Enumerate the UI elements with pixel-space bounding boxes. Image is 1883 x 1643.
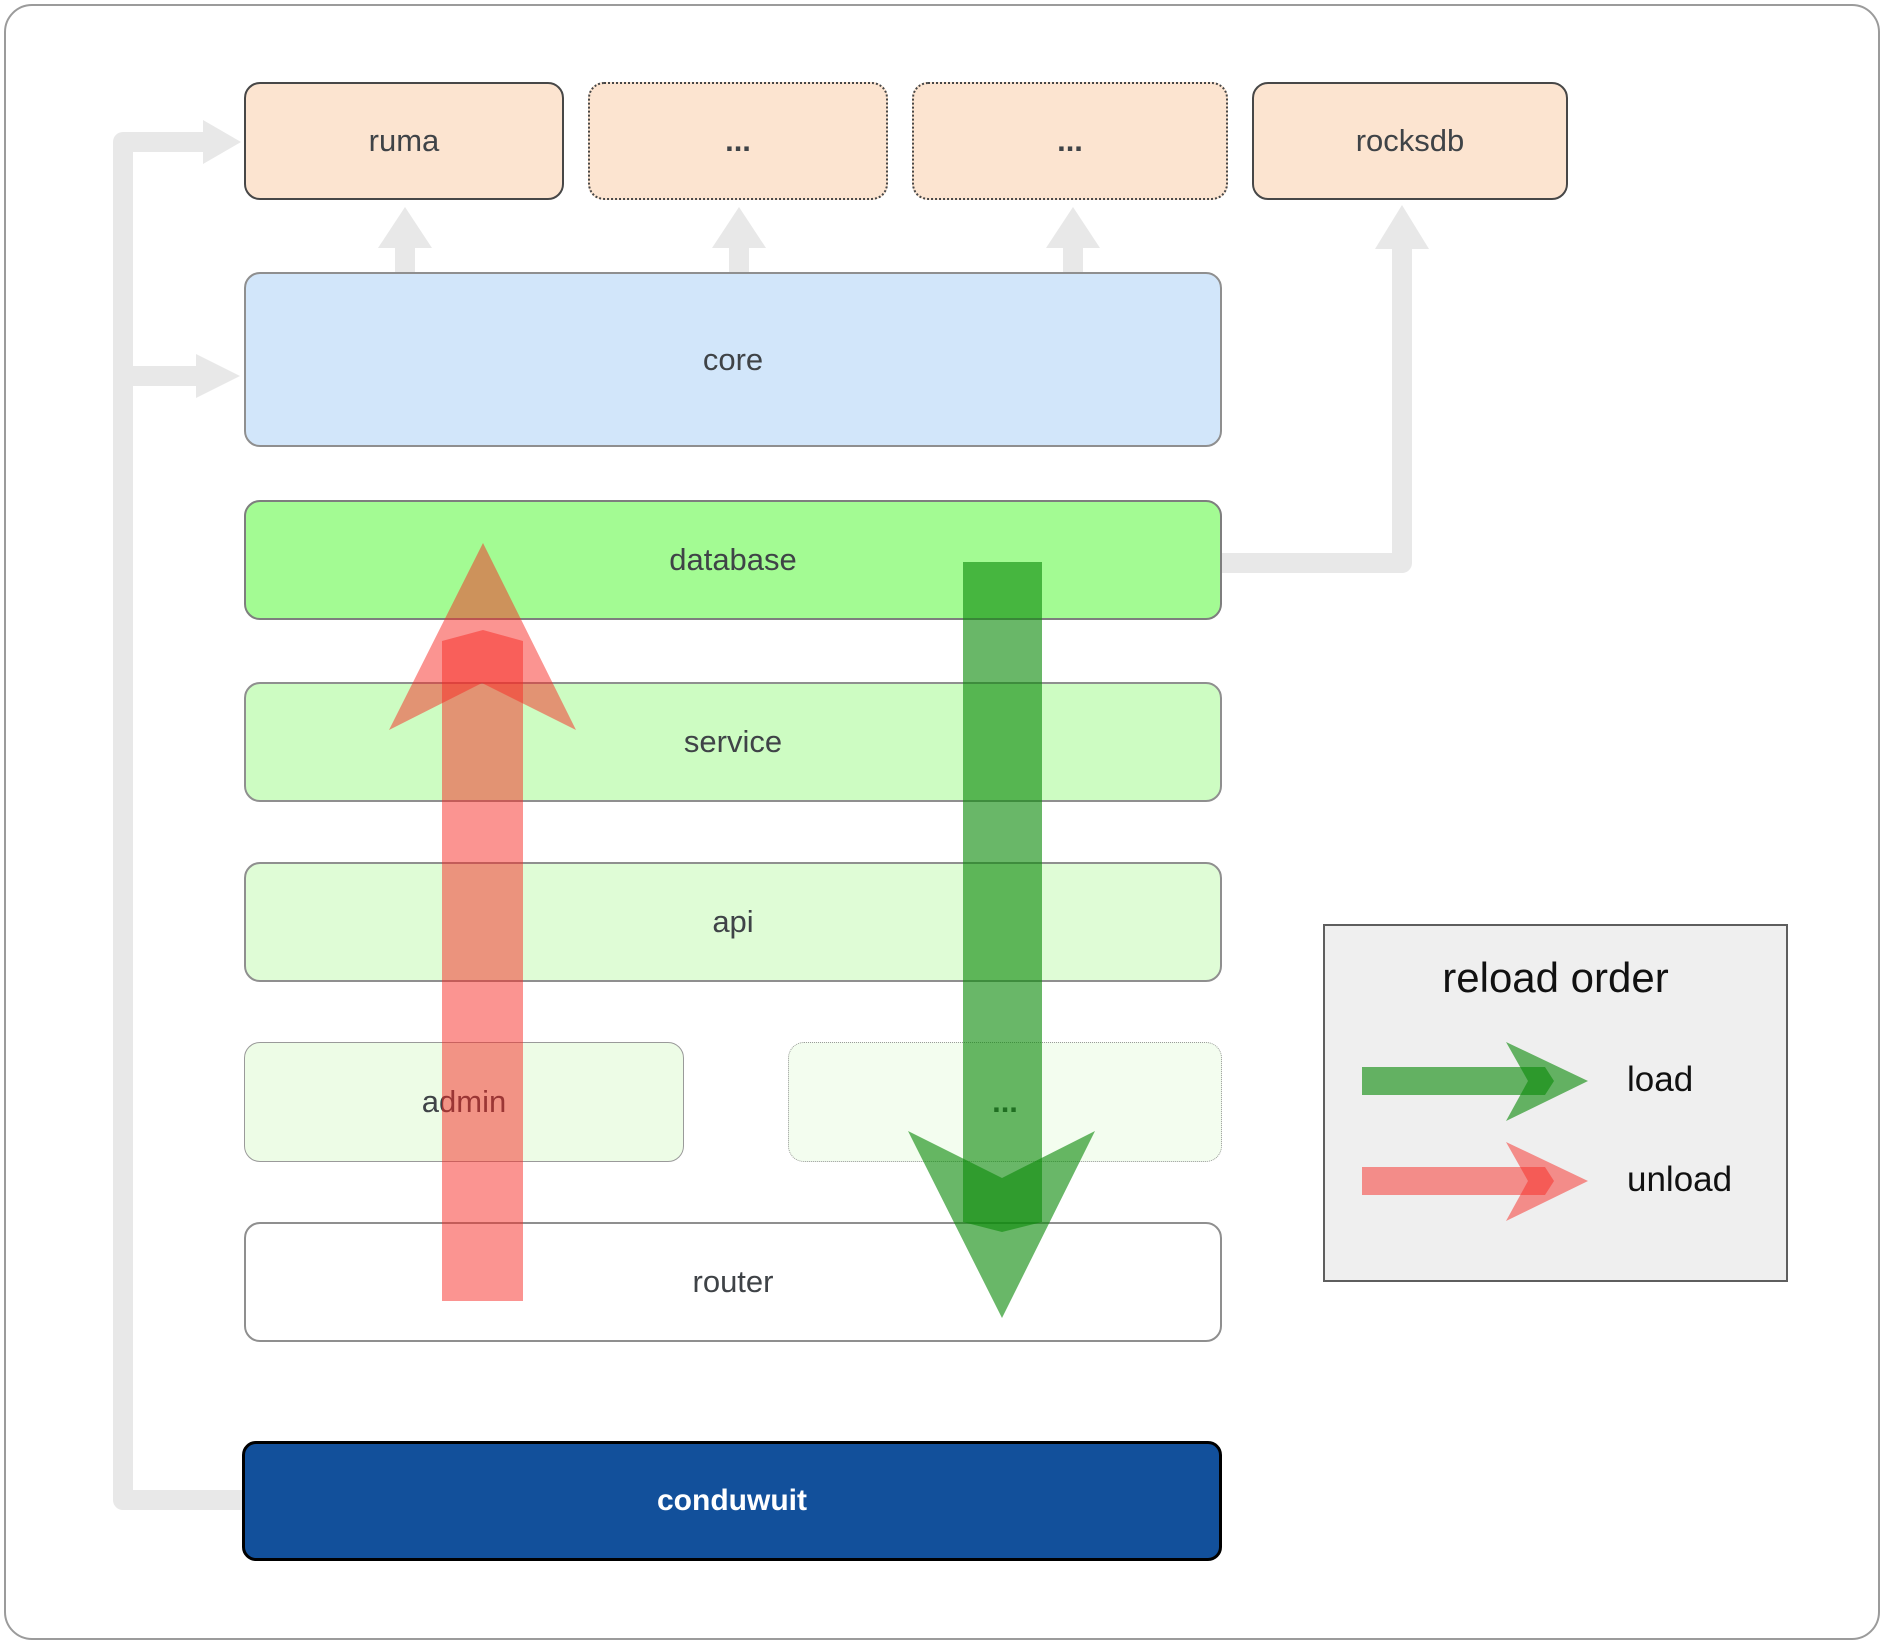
box-admin-more: ... [788, 1042, 1222, 1162]
box-admin: admin [244, 1042, 684, 1162]
legend-label-load: load [1627, 1060, 1694, 1099]
box-core: core [244, 272, 1222, 447]
box-ruma: ruma [244, 82, 564, 200]
box-service: service [244, 682, 1222, 802]
box-rocksdb: rocksdb [1252, 82, 1568, 200]
box-crates-more-2: ... [912, 82, 1228, 200]
legend-title: reload order [1442, 954, 1669, 1001]
box-database: database [244, 500, 1222, 620]
box-conduwuit: conduwuit [242, 1441, 1222, 1561]
legend-label-unload: unload [1627, 1160, 1733, 1199]
box-router: router [244, 1222, 1222, 1342]
box-api: api [244, 862, 1222, 982]
diagram-outer-frame [4, 4, 1880, 1640]
legend-panel: reload order [1323, 924, 1788, 1282]
box-crates-more-1: ... [588, 82, 888, 200]
